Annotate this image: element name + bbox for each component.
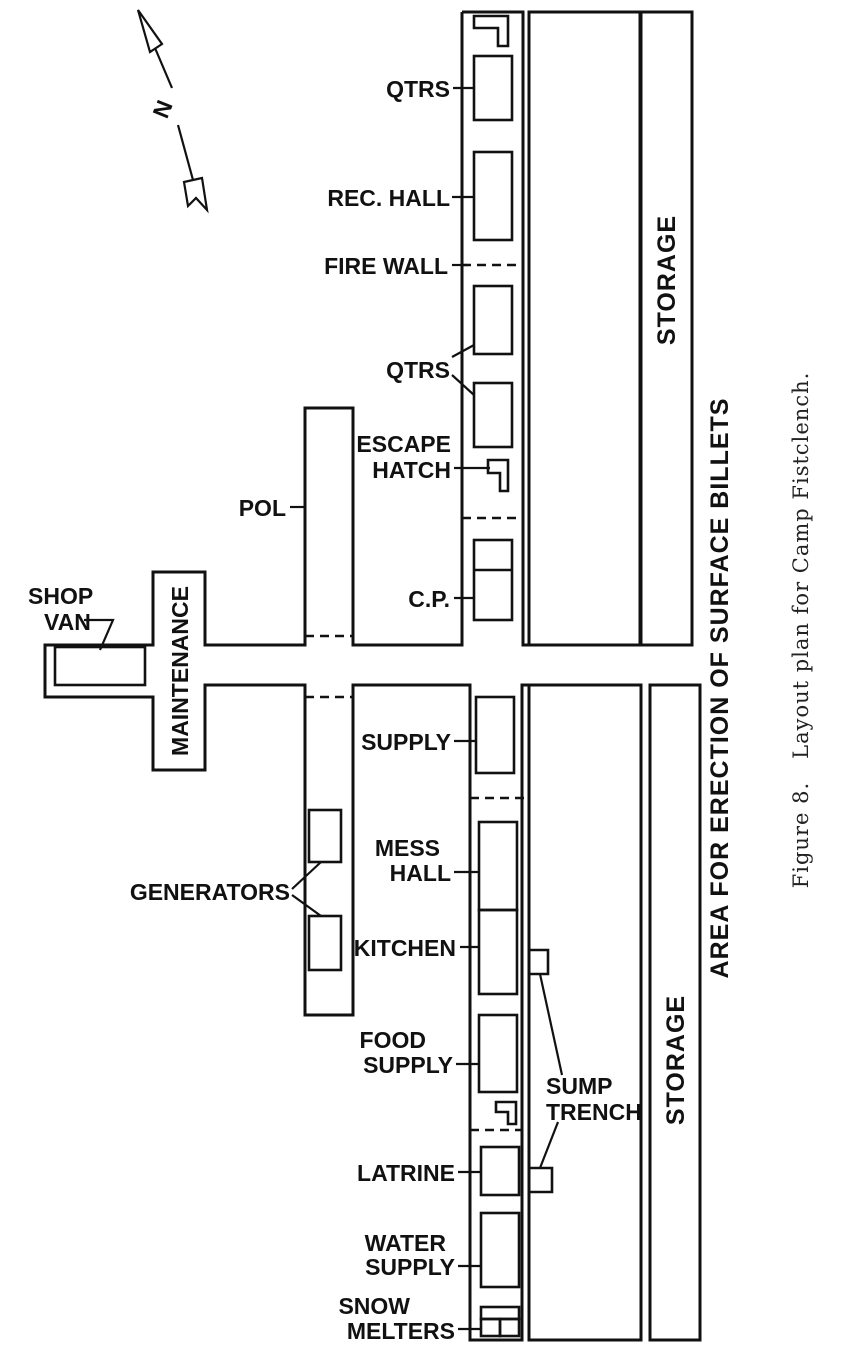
qtrs-top-building	[472, 54, 514, 122]
rec-hall-building	[472, 150, 514, 242]
food-supply-building	[477, 1013, 519, 1094]
label-sump-trench-2: TRENCH	[546, 1099, 642, 1125]
snow-melters-2	[479, 1317, 502, 1338]
main-trench	[43, 10, 529, 1342]
label-food-supply-1: FOOD	[360, 1027, 426, 1053]
storage-trench-bottom	[527, 683, 643, 1342]
figure-caption: Figure 8. Layout plan for Camp Fistclenc…	[789, 372, 813, 889]
label-water-supply-2: SUPPLY	[365, 1254, 455, 1280]
top-corner-structure	[472, 14, 510, 48]
label-storage-bottom: STORAGE	[662, 995, 690, 1125]
label-qtrs-top: QTRS	[386, 76, 450, 102]
label-water-supply-1: WATER	[365, 1230, 447, 1256]
supply-building	[474, 695, 516, 775]
snow-melters-1	[479, 1305, 521, 1321]
latrine-building	[479, 1145, 521, 1197]
label-surface-billets: AREA FOR ERECTION OF SURFACE BILLETS	[706, 398, 734, 979]
leader-lines	[84, 86, 564, 1331]
label-snow-melters-2: MELTERS	[347, 1318, 455, 1344]
label-rec-hall: REC. HALL	[327, 185, 450, 211]
label-maintenance: MAINTENANCE	[167, 586, 193, 756]
label-cp: C.P.	[408, 586, 450, 612]
label-escape-hatch-1: ESCAPE	[356, 431, 451, 457]
label-mess-hall-1: MESS	[375, 835, 440, 861]
generator-1	[307, 808, 343, 864]
label-kitchen: KITCHEN	[354, 935, 456, 961]
sump-trench-2	[529, 1166, 554, 1194]
label-snow-melters-1: SNOW	[338, 1293, 410, 1319]
label-qtrs-mid: QTRS	[386, 357, 450, 383]
label-escape-hatch-2: HATCH	[372, 457, 451, 483]
shop-van	[53, 645, 147, 687]
label-fire-wall: FIRE WALL	[324, 253, 448, 279]
small-structure	[494, 1100, 518, 1126]
kitchen-building	[477, 908, 519, 996]
qtrs-mid-building-1	[472, 284, 514, 356]
qtrs-mid-building-2	[472, 381, 514, 449]
cp-building	[472, 538, 514, 622]
label-shop-van-2: VAN	[44, 609, 91, 635]
water-supply-building	[479, 1211, 521, 1289]
labels: QTRS REC. HALL FIRE WALL QTRS ESCAPE HAT…	[28, 76, 734, 1344]
label-supply: SUPPLY	[361, 729, 451, 755]
label-storage-top: STORAGE	[653, 215, 681, 345]
storage-block-top	[638, 10, 694, 647]
label-sump-trench-1: SUMP	[546, 1073, 612, 1099]
north-label: N	[147, 96, 177, 121]
label-pol: POL	[239, 495, 286, 521]
label-food-supply-2: SUPPLY	[363, 1052, 453, 1078]
snow-melters-3	[498, 1317, 521, 1338]
label-generators: GENERATORS	[130, 879, 290, 905]
label-mess-hall-2: HALL	[390, 860, 451, 886]
storage-trench-top	[527, 10, 643, 647]
label-shop-van-1: SHOP	[28, 583, 93, 609]
mess-hall-building	[477, 820, 519, 912]
north-arrow: N	[136, 9, 209, 214]
escape-hatch	[486, 458, 510, 493]
generator-2	[307, 914, 343, 972]
label-latrine: LATRINE	[357, 1160, 455, 1186]
sump-trench-1	[529, 948, 550, 976]
storage-block-bottom	[648, 683, 702, 1342]
